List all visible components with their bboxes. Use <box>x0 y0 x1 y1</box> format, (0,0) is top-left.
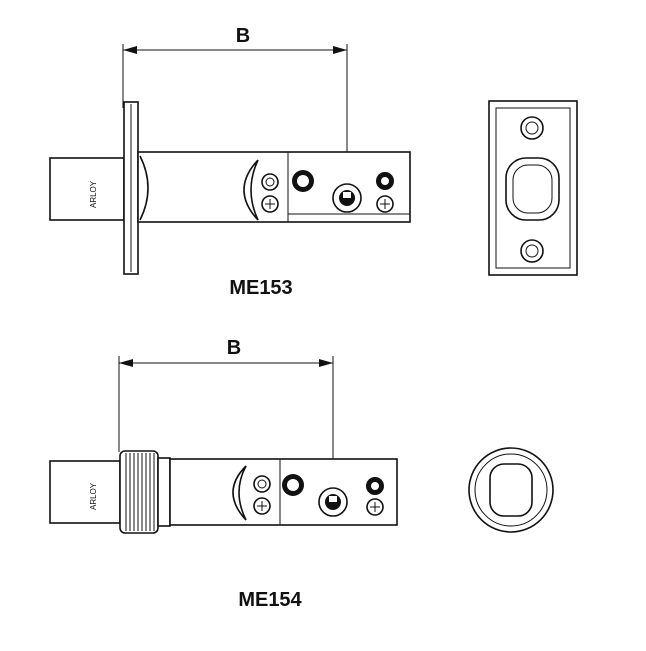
me154-brand-mark: ARLOY <box>89 482 98 510</box>
me153-crescent-slot <box>243 159 259 221</box>
me154-dimension-label: B <box>227 337 241 359</box>
me154-knurled-collar <box>119 450 171 534</box>
me154-screw-stack-right <box>366 477 384 516</box>
me153-screw-stack-right <box>376 172 394 213</box>
me153-brand-mark: ARLOY <box>89 180 98 208</box>
me153-strike-plate <box>488 100 578 276</box>
me153-assembly: B ARLOY <box>49 25 411 299</box>
me153-dimension-label: B <box>236 25 250 47</box>
me153-screw-stack-left <box>261 173 279 213</box>
me154-screw-stack-left <box>253 475 271 515</box>
me153-model-label: ME153 <box>229 277 292 299</box>
me153-dimension-b: B <box>122 25 348 175</box>
me153-latch-bolt <box>49 157 125 221</box>
me154-spindle-hub <box>318 487 348 517</box>
me154-crescent-slot <box>232 465 247 521</box>
me153-spindle-hub <box>332 183 362 213</box>
me154-assembly: B ARLOY <box>49 337 398 611</box>
me154-round-strike <box>468 447 554 533</box>
me154-model-label: ME154 <box>238 589 302 611</box>
me154-latch-body <box>169 458 398 526</box>
me154-latch-bolt <box>49 460 121 524</box>
